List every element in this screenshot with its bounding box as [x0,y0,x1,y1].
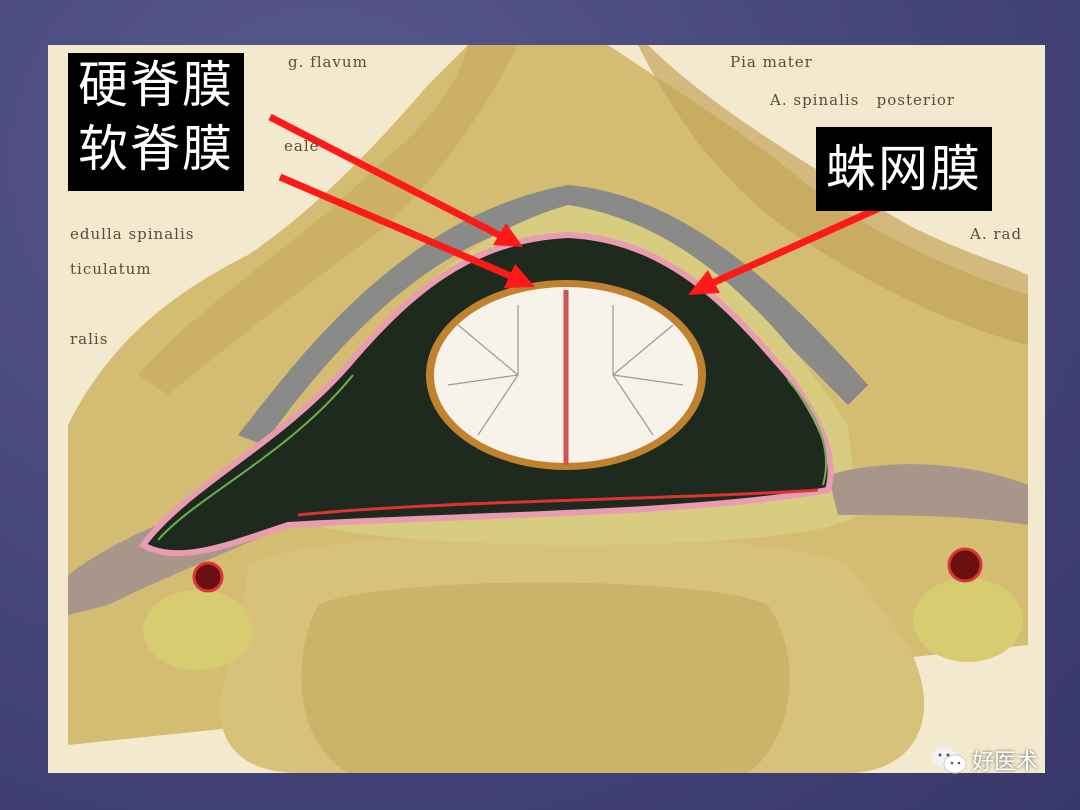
nerve-root-right [828,464,1028,525]
label-reticulatum: ticulatum [70,260,152,278]
arachnoid-line-right [787,379,828,486]
label-arachnoid: 蛛网膜 [816,127,992,211]
label-a-spinalis-posterior: A. spinalis posterior [770,91,956,109]
radicular-artery [297,488,819,517]
anatomy-illustration: g. flavum Pia mater A. spinalis posterio… [48,45,1045,773]
label-dura-mater: 硬脊膜 [68,53,244,117]
watermark: 好医术 [930,744,1038,776]
arrowhead-arachnoid [688,270,720,295]
arrow-dura [268,113,505,241]
vessel-left [192,561,224,593]
wechat-icon [932,747,967,774]
ganglion-left [143,590,253,670]
gray-matter-fibers [447,305,684,436]
arrow-arachnoid [706,201,888,289]
label-medulla-spinalis: edulla spinalis [70,225,195,243]
lamina-shade [138,45,518,395]
watermark-text: 好医术 [972,750,1039,775]
label-lig-flavum: g. flavum [288,53,368,71]
arrowhead-pia [504,264,535,288]
label-pia-mater: Pia mater [730,53,813,71]
label-ralis: ralis [70,330,109,348]
vertebral-body-inner [301,582,790,773]
label-partial-eale: eale [284,137,320,155]
ligamentum-flavum [238,185,868,445]
label-pia-mater-cn: 软脊膜 [68,117,244,191]
arrowhead-dura [493,223,523,247]
label-arrows [268,113,888,295]
label-a-rad: A. rad [970,225,1023,243]
arrow-pia [278,173,515,281]
ganglion-right [913,578,1023,662]
vessel-right [947,547,983,583]
arachnoid-line [157,374,354,541]
